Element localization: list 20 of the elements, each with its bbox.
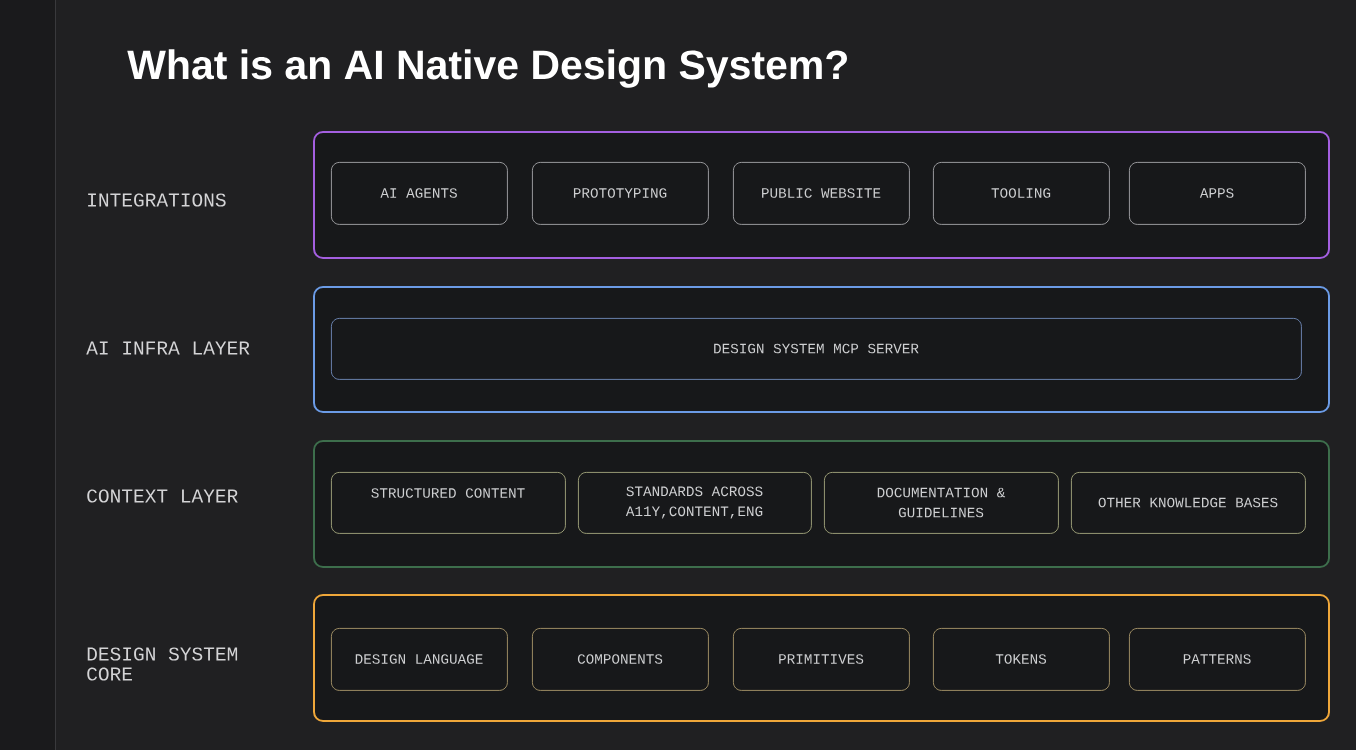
item-box: PROTOTYPING bbox=[532, 162, 709, 225]
item-box: DESIGN LANGUAGE bbox=[331, 628, 508, 691]
item-box: TOKENS bbox=[933, 628, 1110, 691]
title: What is an AI Native Design System? bbox=[127, 49, 847, 88]
item-box: OTHER KNOWLEDGE BASES bbox=[1071, 472, 1306, 534]
layer-heading: AI INFRA LAYER bbox=[86, 341, 250, 355]
layer-heading: CONTEXT LAYER bbox=[87, 489, 238, 503]
item-box: DOCUMENTATION & GUIDELINES bbox=[824, 472, 1059, 534]
item-box: APPS bbox=[1129, 162, 1306, 225]
layer-heading: DESIGN SYSTEM CORE bbox=[87, 647, 238, 681]
item-box: DESIGN SYSTEM MCP SERVER bbox=[331, 318, 1302, 380]
item-box: PATTERNS bbox=[1129, 628, 1306, 691]
item-box: AI AGENTS bbox=[331, 162, 508, 225]
layer-heading: INTEGRATIONS bbox=[88, 193, 226, 207]
item-box: COMPONENTS bbox=[532, 628, 709, 691]
item-box: PRIMITIVES bbox=[733, 628, 910, 691]
item-box: STANDARDS ACROSS A11Y,CONTENT,ENG bbox=[578, 472, 812, 534]
item-box: PUBLIC WEBSITE bbox=[733, 162, 910, 225]
item-box: STRUCTURED CONTENT bbox=[331, 472, 566, 534]
item-box: TOOLING bbox=[933, 162, 1110, 225]
